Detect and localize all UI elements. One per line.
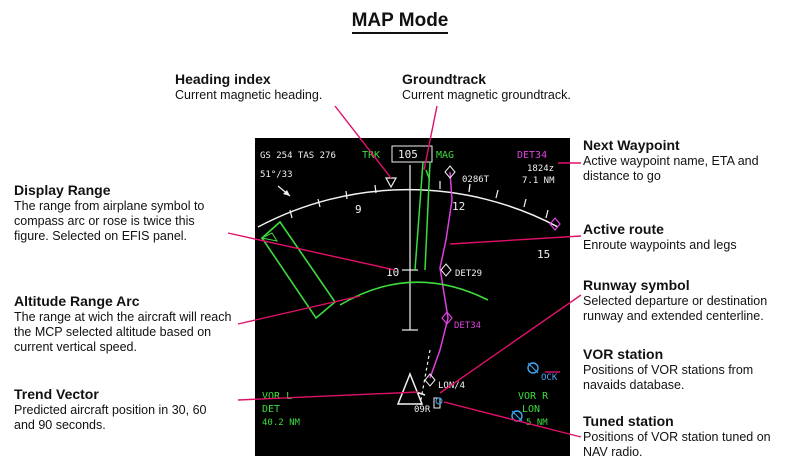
- vor-l-title: VOR L: [262, 391, 292, 402]
- waypoint-det34-label: DET34: [454, 321, 481, 331]
- waypoint-det29-icon: [440, 263, 452, 277]
- leader-runway-symbol: [439, 294, 582, 394]
- range-box-corner-icon: [260, 232, 279, 242]
- callout-trend-vector-title: Trend Vector: [14, 386, 99, 402]
- leader-tuned-station: [443, 401, 582, 438]
- compass-ticks: [289, 181, 549, 219]
- wind-readout: 51°/33: [260, 170, 293, 180]
- callout-active-route-title: Active route: [583, 221, 664, 237]
- vor-l-distance: 40.2 NM: [262, 418, 301, 428]
- vor-r-id: LON: [522, 404, 540, 415]
- groundtrack-line-2: [424, 161, 431, 271]
- page-title-text: MAP Mode: [351, 10, 449, 34]
- callout-active-route: Active route Enroute waypoints and legs: [583, 222, 793, 253]
- runway-symbol-icon: [433, 397, 441, 409]
- callout-vor-station-desc: Positions of VOR stations from navaids d…: [583, 363, 754, 392]
- altitude-range-arc: [339, 281, 489, 306]
- leader-display-range: [227, 232, 396, 271]
- callout-groundtrack-title: Groundtrack: [402, 71, 487, 87]
- offscreen-waypoint-icon: [549, 217, 561, 231]
- compass-label-12: 12: [452, 200, 465, 213]
- callout-groundtrack: Groundtrack Current magnetic groundtrack…: [402, 72, 571, 103]
- waypoint-lon-label: LON/4: [438, 381, 465, 391]
- compass-label-9: 9: [355, 203, 362, 216]
- wind-arrowhead-icon: [283, 190, 290, 196]
- groundtrack-line: [414, 161, 424, 271]
- callout-trend-vector: Trend Vector Predicted aircraft position…: [14, 387, 229, 433]
- callout-runway-symbol-desc: Selected departure or destination runway…: [583, 294, 768, 323]
- compass-arc: [257, 189, 559, 228]
- callout-display-range-desc: The range from airplane symbol to compas…: [14, 199, 205, 243]
- callout-heading-index: Heading index Current magnetic heading.: [175, 72, 322, 103]
- waypoint-name: DET34: [517, 150, 547, 161]
- mag-label: MAG: [436, 150, 454, 161]
- heading-index-icon: [384, 177, 398, 189]
- vor-l-id: DET: [262, 404, 280, 415]
- vor-station-ock-label: OCK: [541, 373, 558, 383]
- callout-groundtrack-desc: Current magnetic groundtrack.: [402, 88, 571, 102]
- callout-altitude-range-arc-title: Altitude Range Arc: [14, 293, 140, 309]
- callout-heading-index-title: Heading index: [175, 71, 271, 87]
- leader-groundtrack: [423, 105, 438, 171]
- callout-tuned-station-desc: Positions of VOR station tuned on NAV ra…: [583, 430, 771, 459]
- vor-station-small-icon: [435, 397, 443, 405]
- waypoint-det29-label: DET29: [455, 269, 482, 279]
- vor-r-title: VOR R: [518, 391, 549, 402]
- waypoint-eta: 1824z: [527, 164, 554, 174]
- callout-vor-station: VOR station Positions of VOR stations fr…: [583, 347, 793, 393]
- course-readout: 0286T: [462, 175, 490, 185]
- leader-altitude-range-arc: [237, 295, 361, 325]
- heading-readout: 105: [398, 148, 418, 161]
- callout-heading-index-desc: Current magnetic heading.: [175, 88, 323, 102]
- callout-runway-symbol: Runway symbol Selected departure or dest…: [583, 278, 798, 324]
- callout-altitude-range-arc-desc: The range at wich the aircraft will reac…: [14, 310, 232, 354]
- callout-vor-station-title: VOR station: [583, 346, 664, 362]
- waypoint-det34-icon: [441, 311, 453, 325]
- nav-display-screen: [255, 138, 570, 456]
- callout-tuned-station-title: Tuned station: [583, 413, 674, 429]
- runway-centerline: [419, 349, 431, 406]
- callout-altitude-range-arc: Altitude Range Arc The range at wich the…: [14, 294, 236, 355]
- callout-next-waypoint-desc: Active waypoint name, ETA and distance t…: [583, 154, 759, 183]
- callout-next-waypoint-title: Next Waypoint: [583, 137, 680, 153]
- callout-display-range-title: Display Range: [14, 182, 111, 198]
- leader-active-route: [449, 235, 582, 245]
- trk-label: TRK: [362, 150, 380, 161]
- page-title: MAP Mode: [0, 10, 800, 34]
- heading-box: [391, 145, 433, 163]
- compass-label-15: 15: [537, 248, 550, 261]
- groundtrack-pointer: [425, 169, 430, 179]
- vor-r-distance: 5 NM: [526, 418, 548, 428]
- leader-trend-vector: [237, 391, 419, 401]
- airplane-symbol-icon: [396, 371, 424, 405]
- callout-active-route-desc: Enroute waypoints and legs: [583, 238, 737, 252]
- waypoint-distance: 7.1 NM: [522, 176, 555, 186]
- runway-label: 09R: [414, 405, 431, 415]
- callout-display-range: Display Range The range from airplane sy…: [14, 183, 229, 244]
- callout-runway-symbol-title: Runway symbol: [583, 277, 690, 293]
- leader-heading-index: [334, 105, 392, 179]
- active-route-line: [429, 171, 453, 379]
- callout-trend-vector-desc: Predicted aircraft position in 30, 60 an…: [14, 403, 207, 432]
- waypoint-lon-icon: [424, 373, 436, 387]
- route-waypoint-icon: [444, 165, 456, 179]
- callout-tuned-station: Tuned station Positions of VOR station t…: [583, 414, 793, 460]
- leader-lines: [227, 105, 582, 438]
- callout-next-waypoint: Next Waypoint Active waypoint name, ETA …: [583, 138, 793, 184]
- gs-tas-readout: GS 254 TAS 276: [260, 151, 336, 161]
- vor-station-ock-icon: [527, 362, 539, 374]
